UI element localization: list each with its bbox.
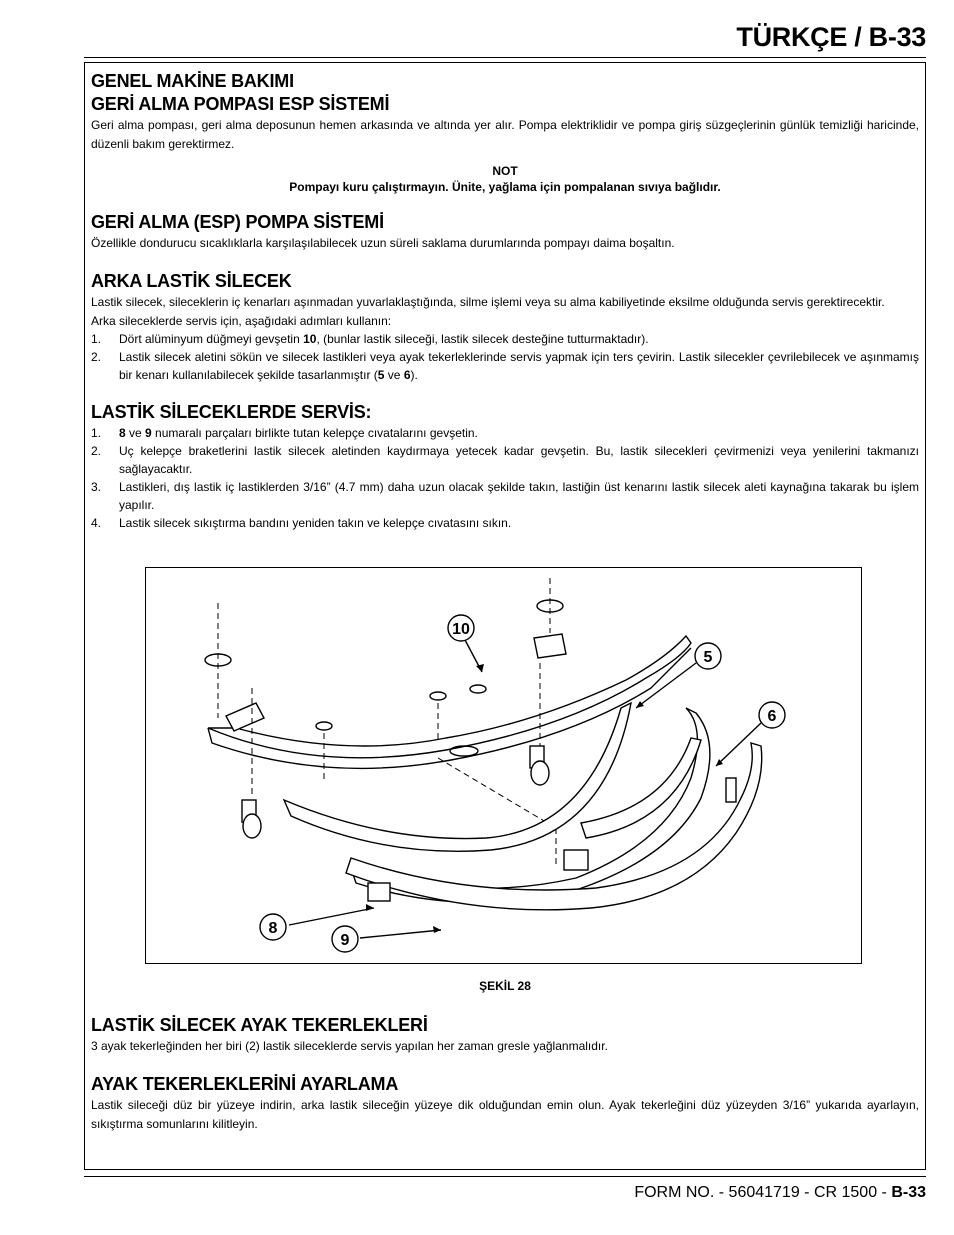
- callout-6: 6: [758, 701, 786, 729]
- section-heading-general-maintenance: GENEL MAKİNE BAKIMI: [91, 71, 294, 91]
- callout-label-9: 9: [341, 932, 350, 949]
- list-item: 4. Lastik silecek sıkıştırma bandını yen…: [91, 514, 919, 532]
- section-heading-casters: LASTİK SİLECEK AYAK TEKERLEKLERİ: [91, 1015, 428, 1035]
- main-content: GENEL MAKİNE BAKIMI GERİ ALMA POMPASI ES…: [91, 70, 919, 532]
- squeegee-assembly-diagram: 10 5 6 8 9: [204, 578, 786, 953]
- note-block: NOT Pompayı kuru çalıştırmayın. Ünite, y…: [91, 162, 919, 194]
- section-heading-squeegee-service: LASTİK SİLECEKLERDE SERVİS:: [91, 402, 372, 422]
- section-heading-esp-pump: GERİ ALMA (ESP) POMPA SİSTEMİ: [91, 212, 384, 232]
- step-ref: 6: [403, 368, 411, 382]
- step-text: ve: [384, 368, 404, 382]
- step-text: Dört alüminyum düğmeyi gevşetin: [119, 332, 304, 346]
- footer-page-number: B-33: [891, 1184, 926, 1201]
- figure-28: 10 5 6 8 9: [145, 567, 862, 964]
- section-heading-rear-squeegee: ARKA LASTİK SİLECEK: [91, 271, 292, 291]
- casters-paragraph: 3 ayak tekerleğinden her biri (2) lastik…: [91, 1039, 608, 1053]
- callout-5: 5: [694, 642, 722, 670]
- page-title: TÜRKÇE / B-33: [736, 22, 926, 52]
- squeegee-service-section: LASTİK SİLECEKLERDE SERVİS: 1. 8 ve 9 nu…: [91, 401, 919, 532]
- step-text: Uç kelepçe braketlerini lastik silecek a…: [119, 444, 919, 476]
- rear-squeegee-section: ARKA LASTİK SİLECEK Lastik silecek, sile…: [91, 270, 919, 384]
- page-footer: FORM NO. - 56041719 - CR 1500 - B-33: [634, 1184, 926, 1202]
- squeegee-service-steps: 1. 8 ve 9 numaralı parçaları birlikte tu…: [91, 424, 919, 532]
- step-text: Lastik silecek aletini sökün ve silecek …: [119, 350, 919, 382]
- step-text: Lastik silecek sıkıştırma bandını yenide…: [119, 516, 512, 530]
- callout-8: 8: [259, 913, 287, 941]
- step-number: 4.: [91, 516, 102, 530]
- step-number: 2.: [91, 444, 102, 458]
- section-heading-recovery-pump: GERİ ALMA POMPASI ESP SİSTEMİ: [91, 94, 390, 114]
- list-item: 2. Lastik silecek aletini sökün ve silec…: [91, 348, 919, 384]
- rear-squeegee-steps: 1. Dört alüminyum düğmeyi gevşetin 10, (…: [91, 330, 919, 384]
- step-ref: 10: [303, 332, 317, 346]
- step-ref: 8: [119, 426, 126, 440]
- list-item: 1. 8 ve 9 numaralı parçaları birlikte tu…: [91, 424, 919, 442]
- step-text: Lastikleri, dış lastik iç lastiklerden 3…: [119, 480, 919, 512]
- callout-label-5: 5: [704, 649, 713, 666]
- callout-10: 10: [447, 614, 475, 642]
- step-text: , (bunlar lastik sileceği, lastik silece…: [316, 332, 649, 346]
- caster-adjust-paragraph: Lastik sileceği düz bir yüzeye indirin, …: [91, 1098, 919, 1131]
- step-number: 3.: [91, 480, 102, 494]
- footer-form-number: FORM NO. - 56041719 - CR 1500 -: [634, 1184, 892, 1201]
- list-item: 1. Dört alüminyum düğmeyi gevşetin 10, (…: [91, 330, 919, 348]
- step-ref: 9: [145, 426, 152, 440]
- rear-squeegee-paragraph-1: Lastik silecek, sileceklerin iç kenarlar…: [91, 295, 885, 309]
- caster-adjust-section: AYAK TEKERLEKLERİNİ AYARLAMA Lastik sile…: [91, 1073, 919, 1134]
- note-title: NOT: [492, 164, 518, 178]
- lower-content: LASTİK SİLECEK AYAK TEKERLEKLERİ 3 ayak …: [91, 1014, 919, 1134]
- step-ref: 5: [377, 368, 385, 382]
- esp-pump-section: GERİ ALMA (ESP) POMPA SİSTEMİ Özellikle …: [91, 211, 919, 253]
- callout-label-10: 10: [452, 621, 470, 638]
- step-text: numaralı parçaları birlikte tutan kelepç…: [151, 426, 478, 440]
- content-frame: [84, 62, 926, 1170]
- esp-pump-paragraph: Özellikle dondurucu sıcaklıklarla karşıl…: [91, 236, 675, 250]
- step-text: ).: [410, 368, 418, 382]
- callout-9: 9: [331, 925, 359, 953]
- step-text: ve: [125, 426, 146, 440]
- step-number: 1.: [91, 426, 102, 440]
- bottom-rule: [84, 1176, 926, 1177]
- callout-label-6: 6: [768, 708, 777, 725]
- list-item: 3. Lastikleri, dış lastik iç lastiklerde…: [91, 478, 919, 514]
- step-number: 2.: [91, 350, 102, 364]
- top-rule: [84, 57, 926, 58]
- rear-squeegee-paragraph-2: Arka sileceklerde servis için, aşağıdaki…: [91, 314, 392, 328]
- figure-caption: ŞEKİL 28: [479, 979, 531, 993]
- step-number: 1.: [91, 332, 102, 346]
- note-text: Pompayı kuru çalıştırmayın. Ünite, yağla…: [289, 180, 721, 194]
- list-item: 2. Uç kelepçe braketlerini lastik silece…: [91, 442, 919, 478]
- section-heading-caster-adjust: AYAK TEKERLEKLERİNİ AYARLAMA: [91, 1074, 399, 1094]
- callout-label-8: 8: [269, 920, 278, 937]
- recovery-pump-paragraph: Geri alma pompası, geri alma deposunun h…: [91, 118, 919, 151]
